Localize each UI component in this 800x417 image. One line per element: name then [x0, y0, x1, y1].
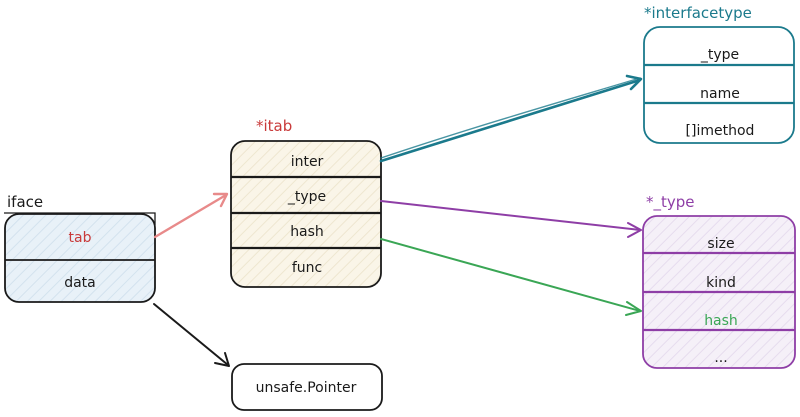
itab-title: *itab [256, 117, 292, 135]
itab-field-hash: hash [290, 224, 324, 240]
arrow-inter-to-interfacetype [379, 74, 643, 163]
pointer-box [231, 363, 383, 411]
itab-field-func: func [292, 260, 322, 276]
interfacetype-title: *interfacetype [644, 4, 752, 22]
itab-field-type: _type [287, 189, 326, 205]
type-field-size: size [707, 236, 734, 252]
type-title: *_type [646, 193, 695, 212]
pointer-label: unsafe.Pointer [256, 380, 357, 396]
interfacetype-field-type: _type [700, 47, 739, 63]
interfacetype-struct: *interfacetype _type name []imethod [643, 4, 795, 144]
iface-field-data: data [64, 275, 96, 291]
itab-struct: *itab inter _type hash func [230, 117, 382, 288]
iface-title: iface [7, 193, 43, 211]
iface-box [4, 213, 156, 303]
interfacetype-field-name: name [700, 86, 740, 102]
type-struct: *_type size kind hash ... [642, 193, 796, 369]
itab-field-inter: inter [291, 154, 324, 170]
interfacetype-box [643, 26, 795, 144]
iface-frame [4, 212, 156, 225]
arrow-data-to-pointer [153, 303, 230, 367]
pointer-box-group: unsafe.Pointer [231, 363, 383, 411]
type-field-kind: kind [706, 275, 736, 291]
arrow-hash-to-hash [380, 238, 642, 316]
interfacetype-field-imethod: []imethod [686, 123, 755, 139]
type-field-hash: hash [704, 313, 738, 329]
iface-field-tab: tab [69, 230, 92, 246]
arrow-tab-to-itab [153, 192, 229, 239]
type-field-ellipsis: ... [714, 350, 727, 366]
arrow-type-to-type [380, 200, 642, 238]
iface-struct: iface tab data [4, 193, 156, 303]
